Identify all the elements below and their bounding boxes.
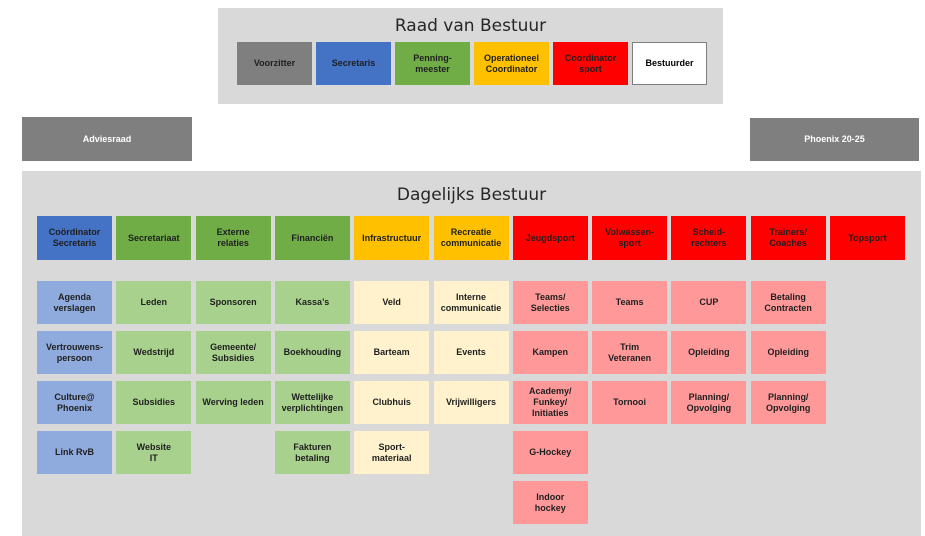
item-gemeente-subsidies: Gemeente/ Subsidies	[195, 331, 271, 374]
header-externe-relaties: Externe relaties	[195, 216, 271, 260]
raad-van-bestuur-title: Raad van Bestuur	[394, 16, 547, 36]
item-kassa-s: Kassa’s	[274, 281, 350, 324]
header-secretariaat: Secretariaat	[116, 216, 192, 260]
role-secretaris: Secretaris	[316, 42, 391, 85]
item-wedstrijd: Wedstrijd	[116, 331, 192, 374]
item-teams-selecties: Teams/ Selecties	[512, 281, 588, 324]
item-academy-funkey-initiaties: Academy/ Funkey/ Initiaties	[512, 381, 588, 424]
item-betaling-contracten: Betaling Contracten	[750, 281, 826, 324]
item-trim-veteranen: Trim Veteranen	[592, 331, 668, 374]
item-kampen: Kampen	[512, 331, 588, 374]
item-teams: Teams	[592, 281, 668, 324]
item-link-rvb: Link RvB	[37, 431, 112, 474]
role-coordinator-sport: Coordinator sport	[553, 42, 628, 85]
item-leden: Leden	[116, 281, 192, 324]
item-culture-phoenix: Culture@ Phoenix	[37, 381, 112, 424]
header-topsport: Topsport	[830, 216, 905, 260]
adviesraad-box: Adviesraad	[22, 117, 192, 161]
item-wettelijke-verplichtingen: Wettelijke verplichtingen	[274, 381, 350, 424]
header-trainers-coaches: Trainers/ Coaches	[750, 216, 826, 260]
item-sport-materiaal: Sport- materiaal	[354, 431, 430, 474]
header-recreatie-communicatie: Recreatie communicatie	[433, 216, 509, 260]
item-tornooi: Tornooi	[592, 381, 668, 424]
header-volwassen-sport: Volwassen- sport	[592, 216, 668, 260]
item-cup: CUP	[671, 281, 747, 324]
item-g-hockey: G-Hockey	[512, 431, 588, 474]
role-bestuurder: Bestuurder	[632, 42, 707, 85]
item-fakturen-betaling: Fakturen betaling	[274, 431, 350, 474]
item-opleiding: Opleiding	[671, 331, 747, 374]
item-planning-opvolging: Planning/ Opvolging	[671, 381, 747, 424]
role-penning-meester: Penning- meester	[395, 42, 470, 85]
item-barteam: Barteam	[354, 331, 430, 374]
item-vertrouwens-persoon: Vertrouwens- persoon	[37, 331, 112, 374]
item-boekhouding: Boekhouding	[274, 331, 350, 374]
item-indoor-hockey: Indoor hockey	[512, 481, 588, 524]
item-vrijwilligers: Vrijwilligers	[433, 381, 509, 424]
item-werving-leden: Werving leden	[195, 381, 271, 424]
item-clubhuis: Clubhuis	[354, 381, 430, 424]
role-operationeel-coordinator: Operationeel Coordinator	[474, 42, 549, 85]
header-scheid-rechters: Scheid- rechters	[671, 216, 747, 260]
item-veld: Veld	[354, 281, 430, 324]
item-subsidies: Subsidies	[116, 381, 192, 424]
item-events: Events	[433, 331, 509, 374]
header-financien: Financiën	[274, 216, 350, 260]
item-sponsoren: Sponsoren	[195, 281, 271, 324]
header-infrastructuur: Infrastructuur	[354, 216, 430, 260]
phoenix-box: Phoenix 20-25	[750, 118, 919, 161]
header-coordinator-secretaris: Coördinator Secretaris	[37, 216, 112, 260]
role-voorzitter: Voorzitter	[237, 42, 312, 85]
item-website-it: Website IT	[116, 431, 192, 474]
item-planning-opvolging: Planning/ Opvolging	[750, 381, 826, 424]
item-interne-communicatie: Interne communicatie	[433, 281, 509, 324]
item-opleiding: Opleiding	[750, 331, 826, 374]
header-jeugdsport: Jeugdsport	[512, 216, 588, 260]
item-agenda-verslagen: Agenda verslagen	[37, 281, 112, 324]
dagelijks-bestuur-title: Dagelijks Bestuur	[396, 185, 547, 205]
